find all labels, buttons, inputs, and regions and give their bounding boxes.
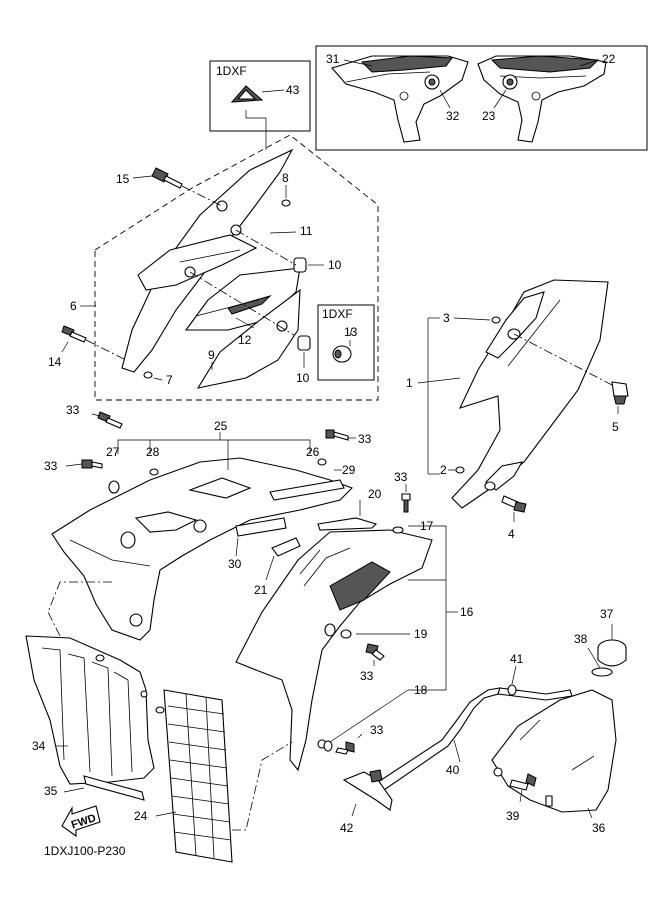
callout-15: 15 xyxy=(116,172,130,186)
callout-25: 25 xyxy=(214,419,228,433)
bolt-15 xyxy=(151,167,223,207)
callout-11: 11 xyxy=(300,224,313,238)
callout-12: 12 xyxy=(238,333,252,347)
callout-20: 20 xyxy=(368,487,382,501)
strip-20 xyxy=(317,517,378,531)
callout-28: 28 xyxy=(146,445,160,459)
right-shroud-graphic xyxy=(477,55,607,143)
callout-30: 30 xyxy=(228,557,242,571)
air-intake-cover xyxy=(51,457,378,641)
variant-box-43: 1DXF 43 xyxy=(209,60,311,150)
callout-6: 6 xyxy=(70,299,77,313)
clip-17 xyxy=(392,526,404,534)
bolt-39 xyxy=(509,773,537,791)
callout-5: 5 xyxy=(612,420,619,434)
strip-30 xyxy=(235,517,287,537)
bolt-5 xyxy=(611,381,629,405)
radiator-grille-24 xyxy=(163,689,233,863)
hose-40 xyxy=(377,687,501,791)
bolt-33-c xyxy=(325,429,349,441)
bolt-33-a xyxy=(97,411,123,429)
callout-10-upper: 10 xyxy=(328,258,342,272)
callout-18: 18 xyxy=(414,683,428,697)
callout-31: 31 xyxy=(326,52,340,66)
callout-33-c: 33 xyxy=(358,432,372,446)
radiator-shroud-left xyxy=(235,529,433,772)
callout-22: 22 xyxy=(602,52,616,66)
gasket-38 xyxy=(591,667,613,677)
callout-8: 8 xyxy=(282,171,289,185)
callout-39: 39 xyxy=(506,809,520,823)
callout-36: 36 xyxy=(592,821,606,835)
hose-42 xyxy=(342,771,393,811)
callout-1: 1 xyxy=(406,376,413,390)
callout-33-e: 33 xyxy=(360,669,374,683)
coolant-reservoir-36 xyxy=(491,689,617,813)
callout-33-b: 33 xyxy=(44,459,58,473)
callout-33-d: 33 xyxy=(394,470,408,484)
callout-35: 35 xyxy=(44,784,58,798)
callout-41: 41 xyxy=(510,652,524,666)
washer-19 xyxy=(340,629,352,639)
strip-29 xyxy=(269,479,345,501)
fwd-arrow-icon: FWD xyxy=(61,805,101,838)
callout-29: 29 xyxy=(342,463,356,477)
variant-box-13: 1DXF xyxy=(317,304,375,381)
callout-14: 14 xyxy=(48,355,62,369)
callout-16: 16 xyxy=(460,605,474,619)
plate-35 xyxy=(83,775,145,801)
callout-34: 34 xyxy=(32,739,46,753)
washer-3 xyxy=(491,316,501,324)
callout-40: 40 xyxy=(446,763,460,777)
decal-inset: 31 32 22 23 xyxy=(315,45,648,151)
variant-label-13: 1DXF xyxy=(322,307,353,321)
radiator-shroud-right xyxy=(451,279,609,509)
strip-21 xyxy=(271,537,301,557)
callout-43: 43 xyxy=(286,83,300,97)
callout-27: 27 xyxy=(106,445,120,459)
callout-37: 37 xyxy=(600,607,614,621)
callout-33-f: 33 xyxy=(370,723,384,737)
callout-19: 19 xyxy=(414,627,428,641)
callout-17: 17 xyxy=(420,519,434,533)
side-cover-upper xyxy=(121,148,311,389)
callout-26: 26 xyxy=(306,445,320,459)
reference-code: 1DXJ100-P230 xyxy=(44,844,126,858)
bolt-33-b xyxy=(81,459,103,469)
callout-3: 3 xyxy=(443,311,450,325)
callout-38: 38 xyxy=(574,632,588,646)
radiator-guard-34 xyxy=(25,635,165,785)
bolt-33-e xyxy=(365,643,385,661)
callout-42: 42 xyxy=(340,821,354,835)
bolt-33-f xyxy=(335,741,355,755)
callout-7: 7 xyxy=(166,373,173,387)
cap-37 xyxy=(597,639,627,667)
bolt-33-d xyxy=(401,493,411,513)
callout-32: 32 xyxy=(446,109,460,123)
callout-2: 2 xyxy=(440,463,447,477)
bolt-4 xyxy=(501,495,527,513)
assembly-boundary xyxy=(94,134,379,401)
callout-23: 23 xyxy=(482,109,496,123)
callout-24: 24 xyxy=(134,809,148,823)
callout-4: 4 xyxy=(508,527,515,541)
variant-label-43: 1DXF xyxy=(216,64,247,78)
callout-21: 21 xyxy=(254,583,268,597)
callout-33-a: 33 xyxy=(66,403,80,417)
clamp-41 xyxy=(507,684,517,696)
washer-2 xyxy=(455,466,465,474)
bolt-14 xyxy=(61,325,127,361)
washer-18 xyxy=(323,740,333,752)
callout-9: 9 xyxy=(208,348,215,362)
callout-13: 13 xyxy=(344,325,358,339)
left-shroud-graphic xyxy=(331,55,469,143)
callout-10-lower: 10 xyxy=(296,371,310,385)
